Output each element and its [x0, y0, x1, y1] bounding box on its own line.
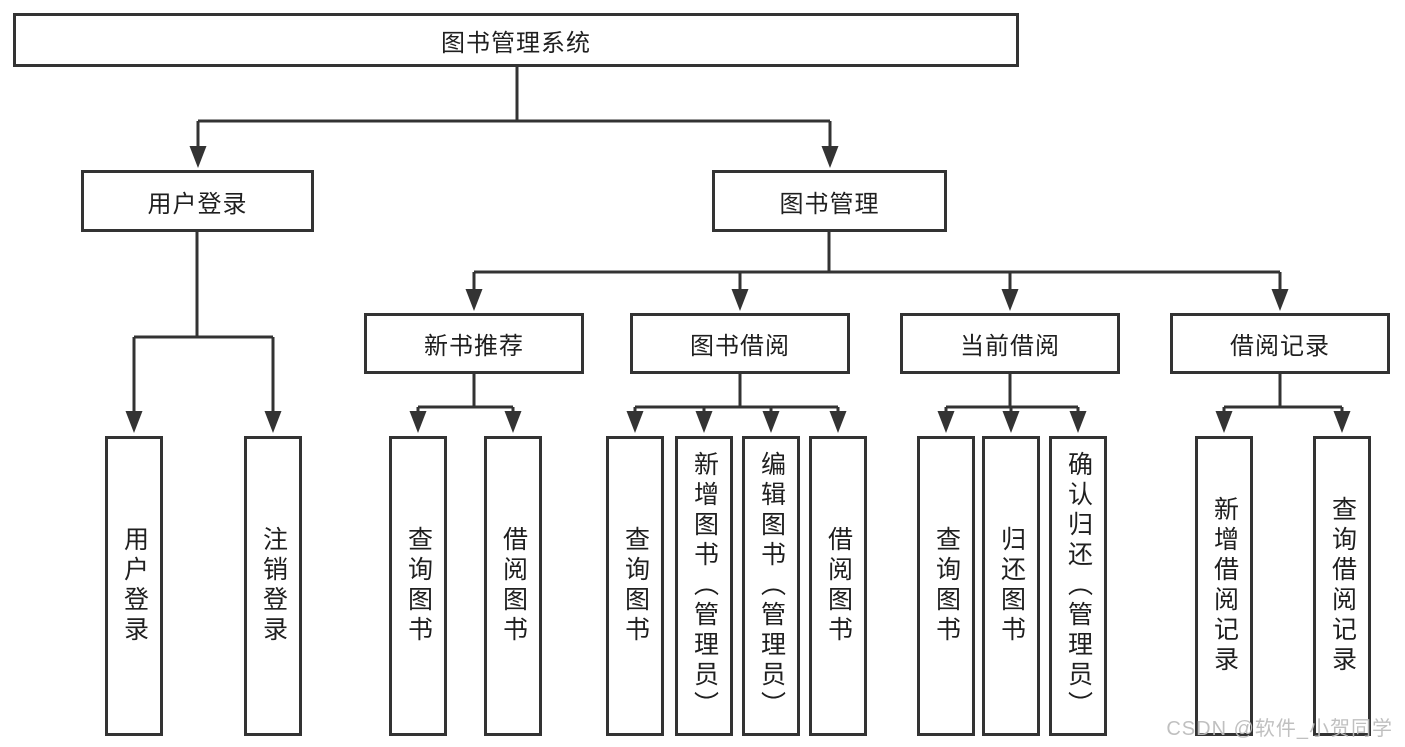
- watermark: CSDN @软件_小贺同学: [1166, 718, 1393, 740]
- node-borrowing-records: 借阅记录: [1170, 313, 1390, 374]
- leaf-query-books-recommend: 查询图书: [389, 436, 447, 736]
- node-user-login: 用户登录: [81, 170, 314, 232]
- node-book-management: 图书管理: [712, 170, 947, 232]
- leaf-return-books: 归还图书: [982, 436, 1040, 736]
- leaf-add-book-admin: 新增图书（管理员）: [675, 436, 733, 736]
- leaf-edit-book-admin: 编辑图书（管理员）: [742, 436, 800, 736]
- leaf-add-borrow-record: 新增借阅记录: [1195, 436, 1253, 736]
- leaf-borrow-books-recommend: 借阅图书: [484, 436, 542, 736]
- leaf-borrow-books-borrowing: 借阅图书: [809, 436, 867, 736]
- node-new-book-recommendation: 新书推荐: [364, 313, 584, 374]
- leaf-query-borrow-record: 查询借阅记录: [1313, 436, 1371, 736]
- node-book-borrowing: 图书借阅: [630, 313, 850, 374]
- leaf-logout-login: 注销登录: [244, 436, 302, 736]
- arrowheads: [125, 146, 1351, 433]
- leaf-query-books-borrowing: 查询图书: [606, 436, 664, 736]
- leaf-query-books-current: 查询图书: [917, 436, 975, 736]
- node-current-borrowing: 当前借阅: [900, 313, 1120, 374]
- leaf-user-login: 用户登录: [105, 436, 163, 736]
- node-library-system: 图书管理系统: [13, 13, 1019, 67]
- leaf-confirm-return-admin: 确认归还（管理员）: [1049, 436, 1107, 736]
